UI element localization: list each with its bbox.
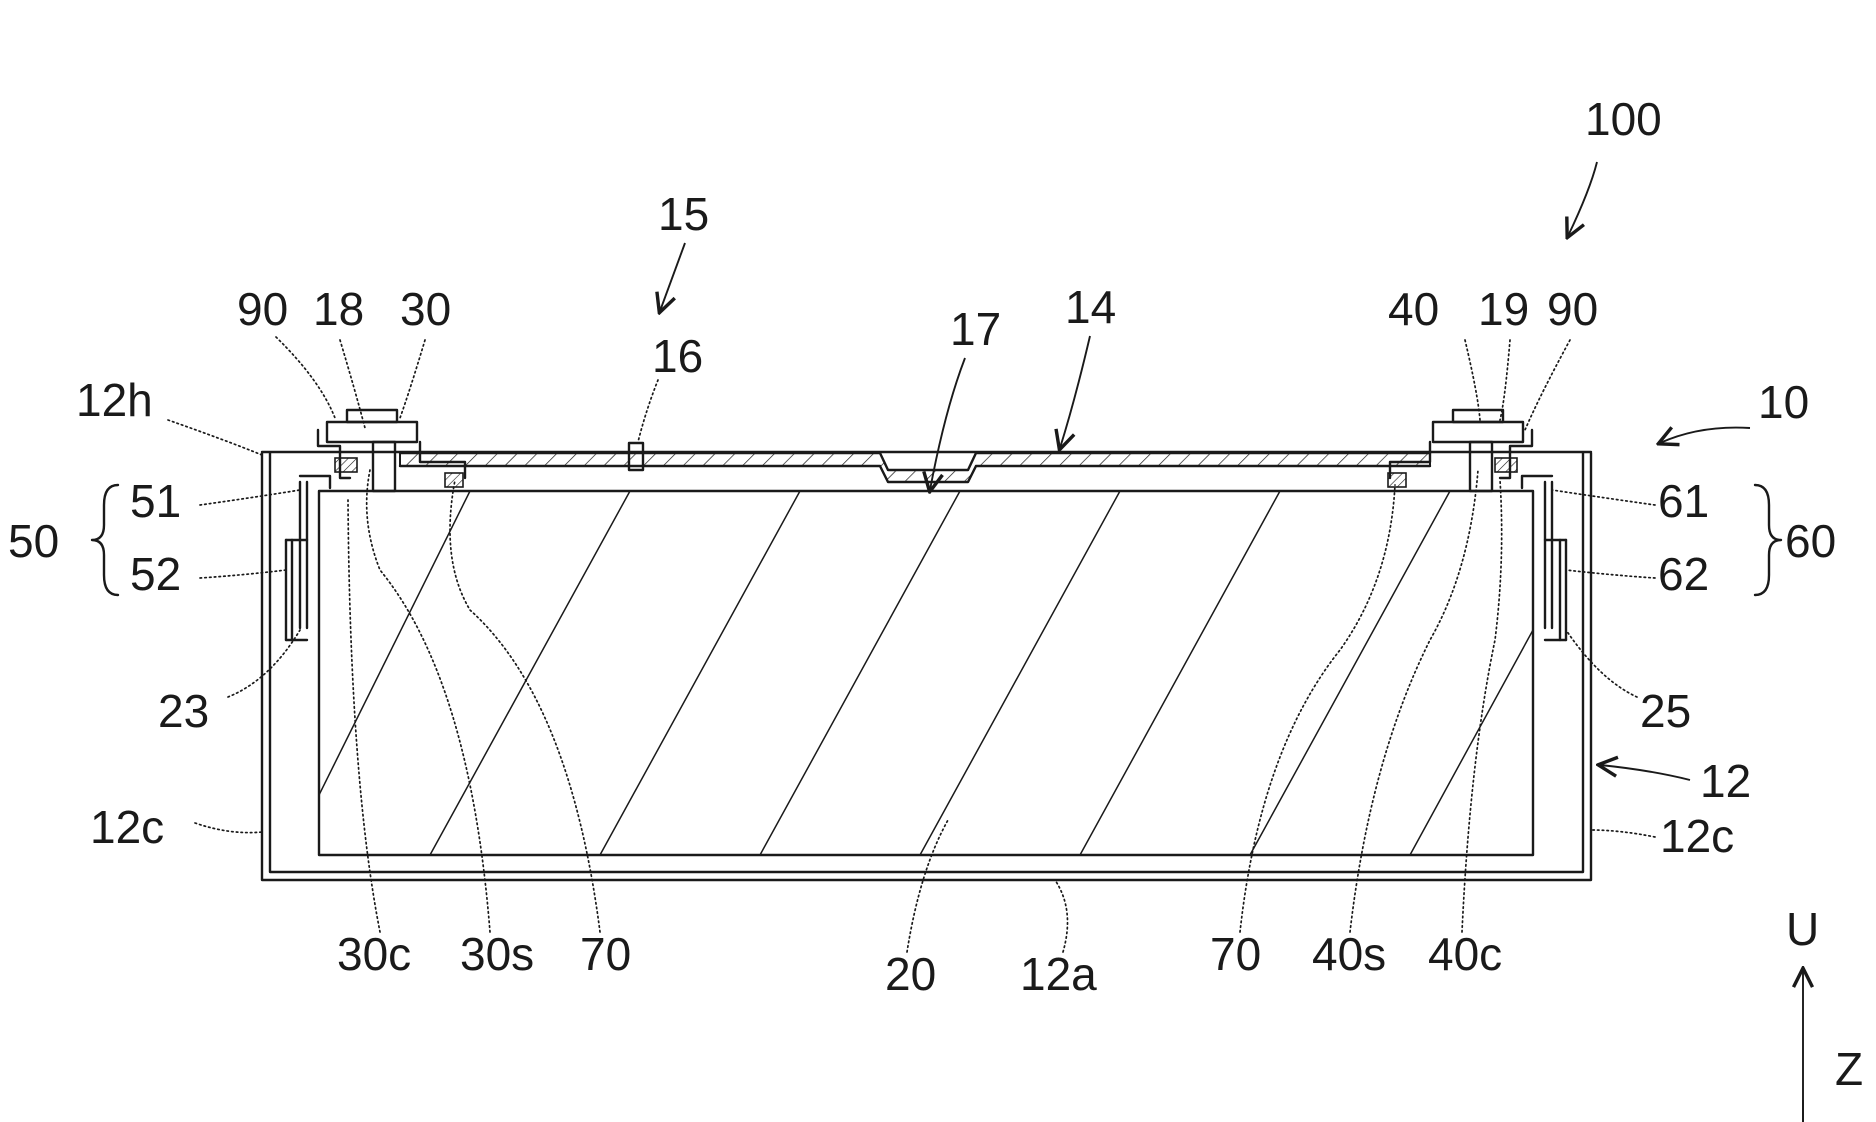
label-12a: 12a: [1020, 948, 1097, 1000]
label-40: 40: [1388, 283, 1439, 335]
label-62: 62: [1658, 548, 1709, 600]
label-12: 12: [1700, 755, 1751, 807]
label-40c: 40c: [1428, 928, 1502, 980]
electrode-body: [319, 491, 1533, 855]
label-12h: 12h: [76, 374, 153, 426]
label-40s: 40s: [1312, 928, 1386, 980]
label-17: 17: [950, 303, 1001, 355]
lid: [400, 453, 1430, 482]
label-61: 61: [1658, 475, 1709, 527]
label-70-left: 70: [580, 928, 631, 980]
label-12c-left: 12c: [90, 801, 164, 853]
label-52: 52: [130, 548, 181, 600]
label-90-right: 90: [1547, 283, 1598, 335]
negative-terminal-assembly: [1388, 410, 1566, 640]
label-70-right: 70: [1210, 928, 1261, 980]
label-23: 23: [158, 685, 209, 737]
label-100: 100: [1585, 93, 1662, 145]
label-50: 50: [8, 515, 59, 567]
label-16: 16: [652, 330, 703, 382]
label-60: 60: [1785, 515, 1836, 567]
label-30c: 30c: [337, 928, 411, 980]
label-10: 10: [1758, 376, 1809, 428]
label-30s: 30s: [460, 928, 534, 980]
label-14: 14: [1065, 281, 1116, 333]
label-12c-right: 12c: [1660, 810, 1734, 862]
label-25: 25: [1640, 685, 1691, 737]
label-90-left: 90: [237, 283, 288, 335]
group-braces: [92, 485, 1781, 595]
label-30: 30: [400, 283, 451, 335]
axis-label-u: U: [1786, 903, 1819, 955]
axis-label-z: Z: [1835, 1043, 1863, 1095]
label-19: 19: [1478, 283, 1529, 335]
label-15: 15: [658, 188, 709, 240]
label-51: 51: [130, 475, 181, 527]
positive-terminal-assembly: [286, 410, 465, 640]
label-18: 18: [313, 283, 364, 335]
label-20: 20: [885, 948, 936, 1000]
